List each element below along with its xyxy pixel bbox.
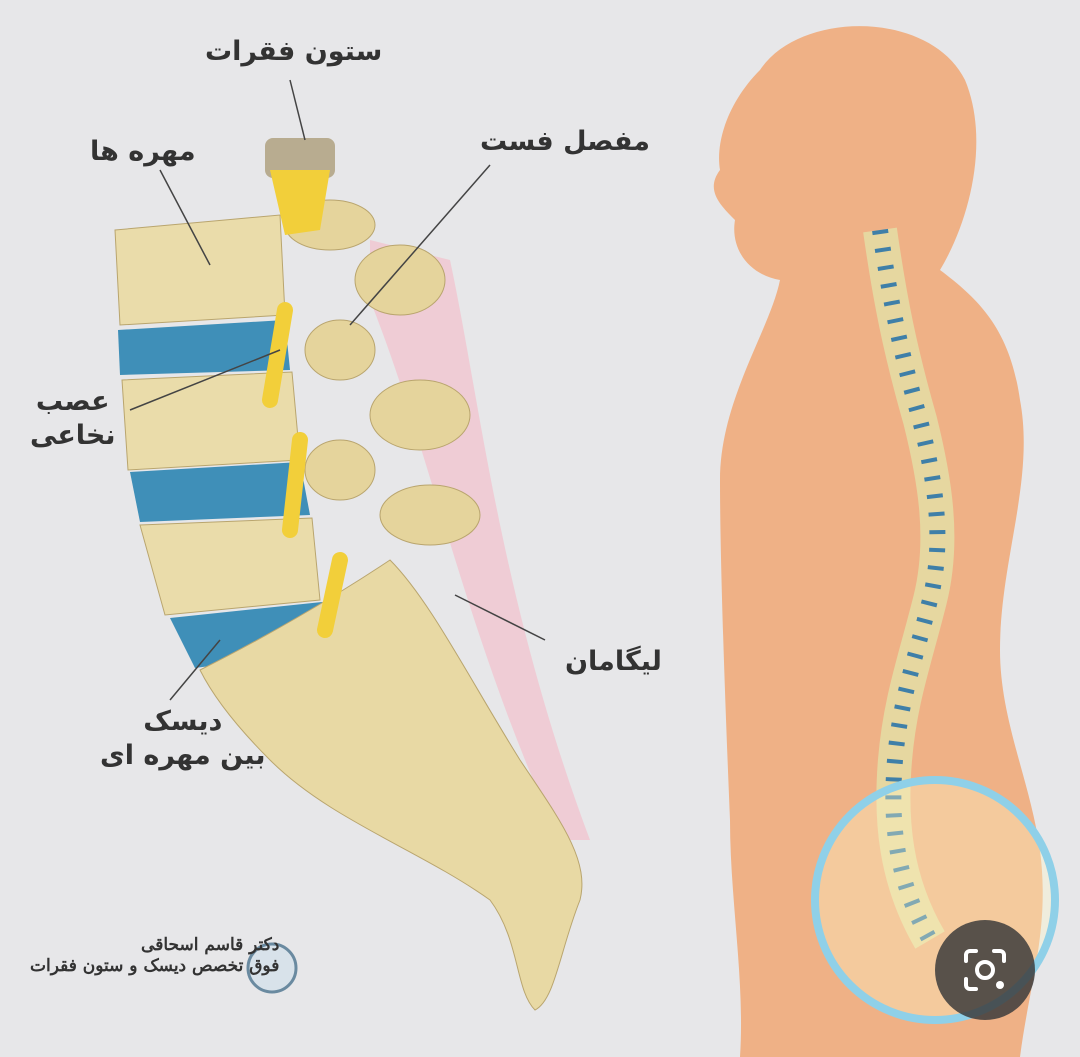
logo-emblem [246, 942, 298, 994]
label-vertebrae: مهره ها [90, 136, 196, 167]
logo-line1: دکتر قاسم اسحاقی [141, 935, 280, 955]
body-silhouette [713, 26, 1043, 1057]
lens-icon [964, 949, 1006, 991]
label-spinal-nerve: عصب نخاعی [30, 385, 116, 453]
label-spinal-nerve-line1: عصب [35, 386, 110, 417]
vertebral-bodies [114, 214, 330, 668]
label-spinal-nerve-line2: نخاعی [30, 419, 116, 451]
image-search-lens-button[interactable] [935, 920, 1035, 1020]
label-disc: دیسک بین مهره ای [100, 705, 266, 773]
sacrum [199, 559, 583, 1011]
leader-lines [129, 79, 546, 701]
logo-line2: فوق تخصص دیسک و ستون فقرات [30, 956, 280, 977]
spinal-cord [270, 170, 330, 235]
label-disc-line1: دیسک [143, 706, 223, 737]
label-disc-line2: بین مهره ای [100, 739, 266, 771]
spinal-nerves [262, 302, 348, 638]
logo-text: دکتر قاسم اسحاقی فوق تخصص دیسک و ستون فق… [30, 935, 279, 978]
label-spinal-column: ستون فقرات [205, 36, 383, 67]
label-facet-joint: مفصل فست [480, 126, 650, 157]
spinal-cord-top [265, 138, 335, 178]
label-ligament: لیگامان [565, 646, 662, 677]
